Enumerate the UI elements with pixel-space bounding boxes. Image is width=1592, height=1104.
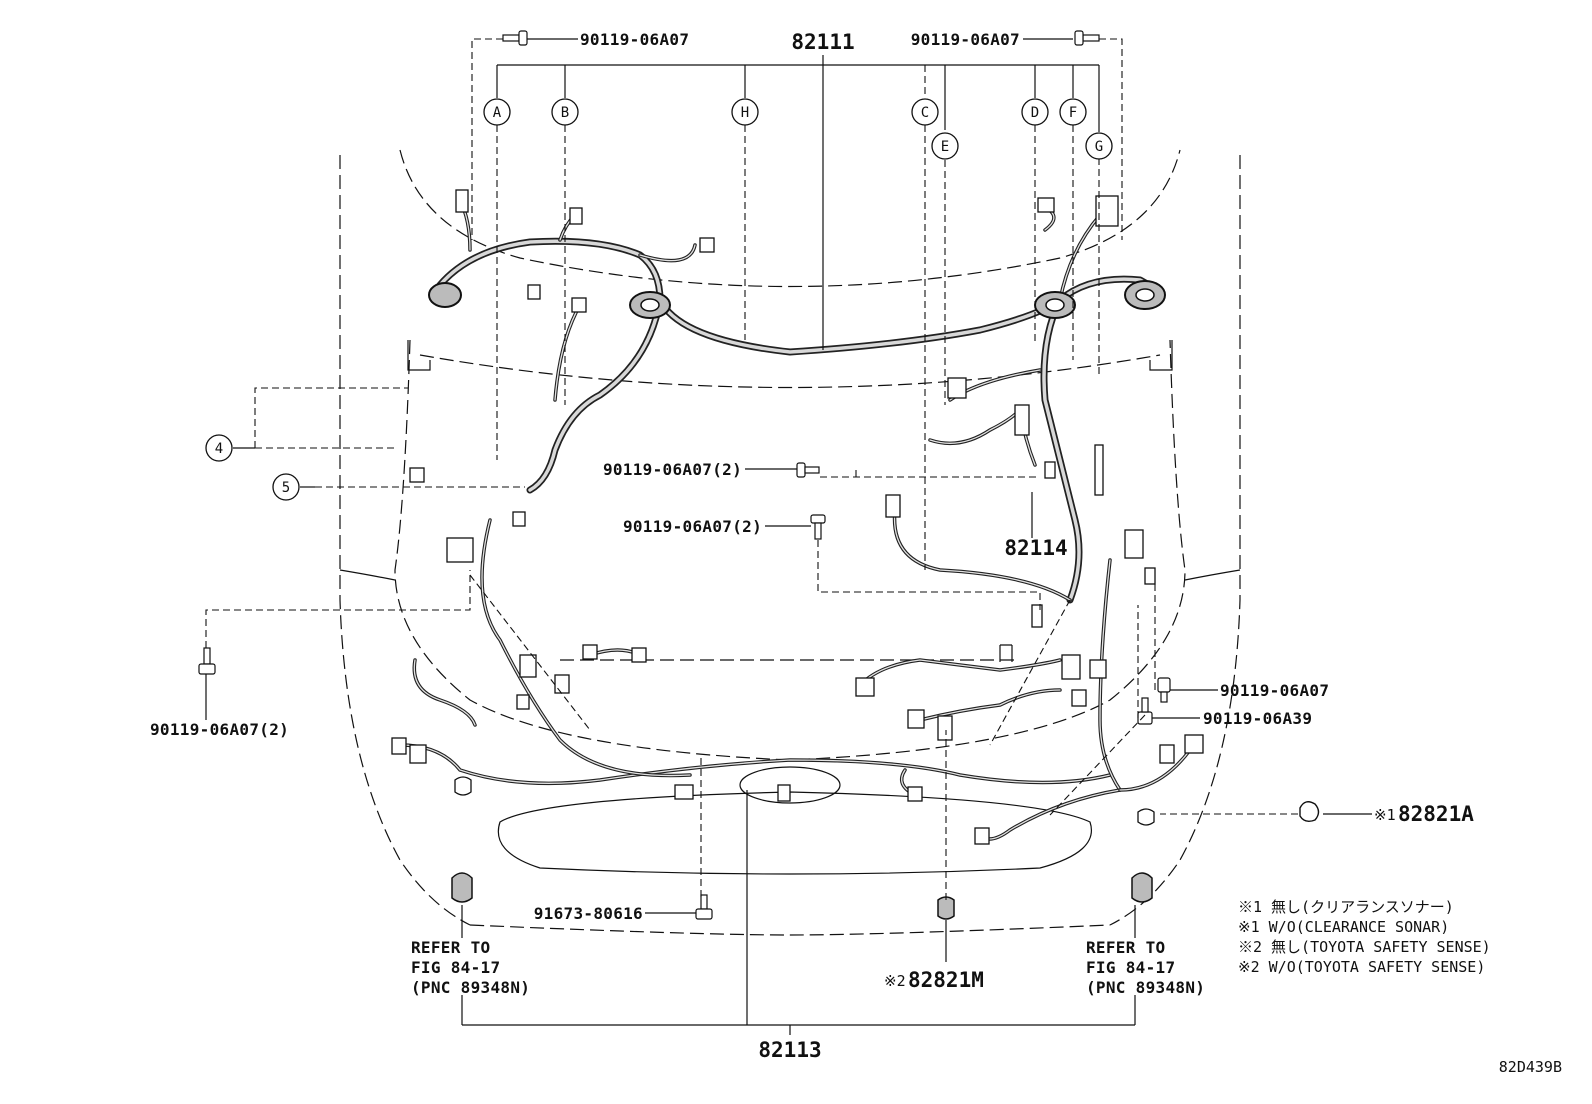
bolt-icon (695, 894, 713, 920)
callout-H: H (731, 98, 759, 126)
svg-text:C: C (921, 105, 929, 121)
callout-F: F (1059, 98, 1087, 126)
leader-lines (205, 38, 1372, 1035)
bolt-icon (796, 462, 820, 478)
svg-text:5: 5 (282, 480, 290, 496)
part-label-bolt: 90119-06A07 (911, 30, 1020, 49)
vehicle-body-outline (339, 149, 1241, 936)
svg-text:(PNC 89348N): (PNC 89348N) (1086, 978, 1205, 997)
clip-icon (1137, 808, 1155, 826)
clip-icon (1299, 801, 1320, 823)
part-label-bolt: 91673-80616 (534, 904, 643, 923)
callout-A: A (483, 98, 511, 126)
footnotes: ※1 無し(クリアランスソナー) ※1 W/O(CLEARANCE SONAR)… (1238, 898, 1491, 976)
part-label-82821M: ※2 82821M (884, 968, 984, 992)
bolt-icon (198, 647, 216, 675)
grommets (428, 280, 1166, 319)
svg-text:F: F (1069, 105, 1077, 121)
clip-icon (937, 896, 955, 920)
footnote: ※1 無し(クリアランスソナー) (1238, 898, 1454, 916)
svg-text:4: 4 (215, 441, 223, 457)
callout-E: E (931, 132, 959, 160)
callout-B: B (551, 98, 579, 126)
svg-text:REFER TO: REFER TO (1086, 938, 1165, 957)
part-label-bolt: 90119-06A39 (1203, 709, 1312, 728)
clip-icon (454, 776, 472, 796)
svg-text:(PNC 89348N): (PNC 89348N) (411, 978, 530, 997)
svg-text:G: G (1095, 139, 1103, 155)
harness-82113 (398, 518, 1192, 841)
svg-text:※1: ※1 (1374, 806, 1396, 824)
callout-4: 4 (205, 434, 233, 462)
svg-text:H: H (741, 105, 749, 121)
bolt-icon (502, 30, 528, 46)
footnote: ※1 W/O(CLEARANCE SONAR) (1238, 918, 1449, 936)
svg-text:※2: ※2 (884, 972, 906, 990)
part-label-82114: 82114 (1004, 536, 1067, 560)
svg-text:FIG 84-17: FIG 84-17 (411, 958, 500, 977)
footnote: ※2 無し(TOYOTA SAFETY SENSE) (1238, 938, 1491, 956)
callout-C: C (911, 98, 939, 126)
footnote: ※2 W/O(TOYOTA SAFETY SENSE) (1238, 958, 1485, 976)
refer-note-left: REFER TO FIG 84-17 (PNC 89348N) (411, 938, 530, 997)
bolt-icon (1137, 697, 1153, 725)
part-label-82113: 82113 (758, 1038, 821, 1062)
callout-G: G (1085, 132, 1113, 160)
harness-82111 (436, 198, 1160, 604)
callout-5: 5 (272, 473, 300, 501)
svg-text:REFER TO: REFER TO (411, 938, 490, 957)
svg-text:D: D (1031, 105, 1039, 121)
callout-D: D (1021, 98, 1049, 126)
sensor-icon (1131, 872, 1153, 903)
sensor-icon (451, 872, 473, 903)
svg-text:82821M: 82821M (908, 968, 984, 992)
refer-note-right: REFER TO FIG 84-17 (PNC 89348N) (1086, 938, 1205, 997)
bolt-icons (198, 30, 1320, 920)
part-label-bolt: 90119-06A07 (1220, 681, 1329, 700)
figure-code: 82D439B (1499, 1058, 1562, 1076)
part-label-bolt: 90119-06A07 (580, 30, 689, 49)
bolt-icon (1157, 677, 1171, 703)
part-label-82111: 82111 (791, 30, 854, 54)
connectors (391, 189, 1204, 845)
part-label-bolt: 90119-06A07(2) (150, 720, 289, 739)
svg-text:E: E (941, 139, 949, 155)
bolt-icon (810, 514, 826, 540)
bolt-icon (1074, 30, 1100, 46)
part-label-82821A: ※1 82821A (1374, 802, 1474, 826)
svg-text:82821A: 82821A (1398, 802, 1474, 826)
part-label-bolt: 90119-06A07(2) (623, 517, 762, 536)
part-label-bolt: 90119-06A07(2) (603, 460, 742, 479)
svg-text:A: A (493, 105, 502, 121)
svg-text:FIG 84-17: FIG 84-17 (1086, 958, 1175, 977)
svg-text:B: B (561, 105, 569, 121)
